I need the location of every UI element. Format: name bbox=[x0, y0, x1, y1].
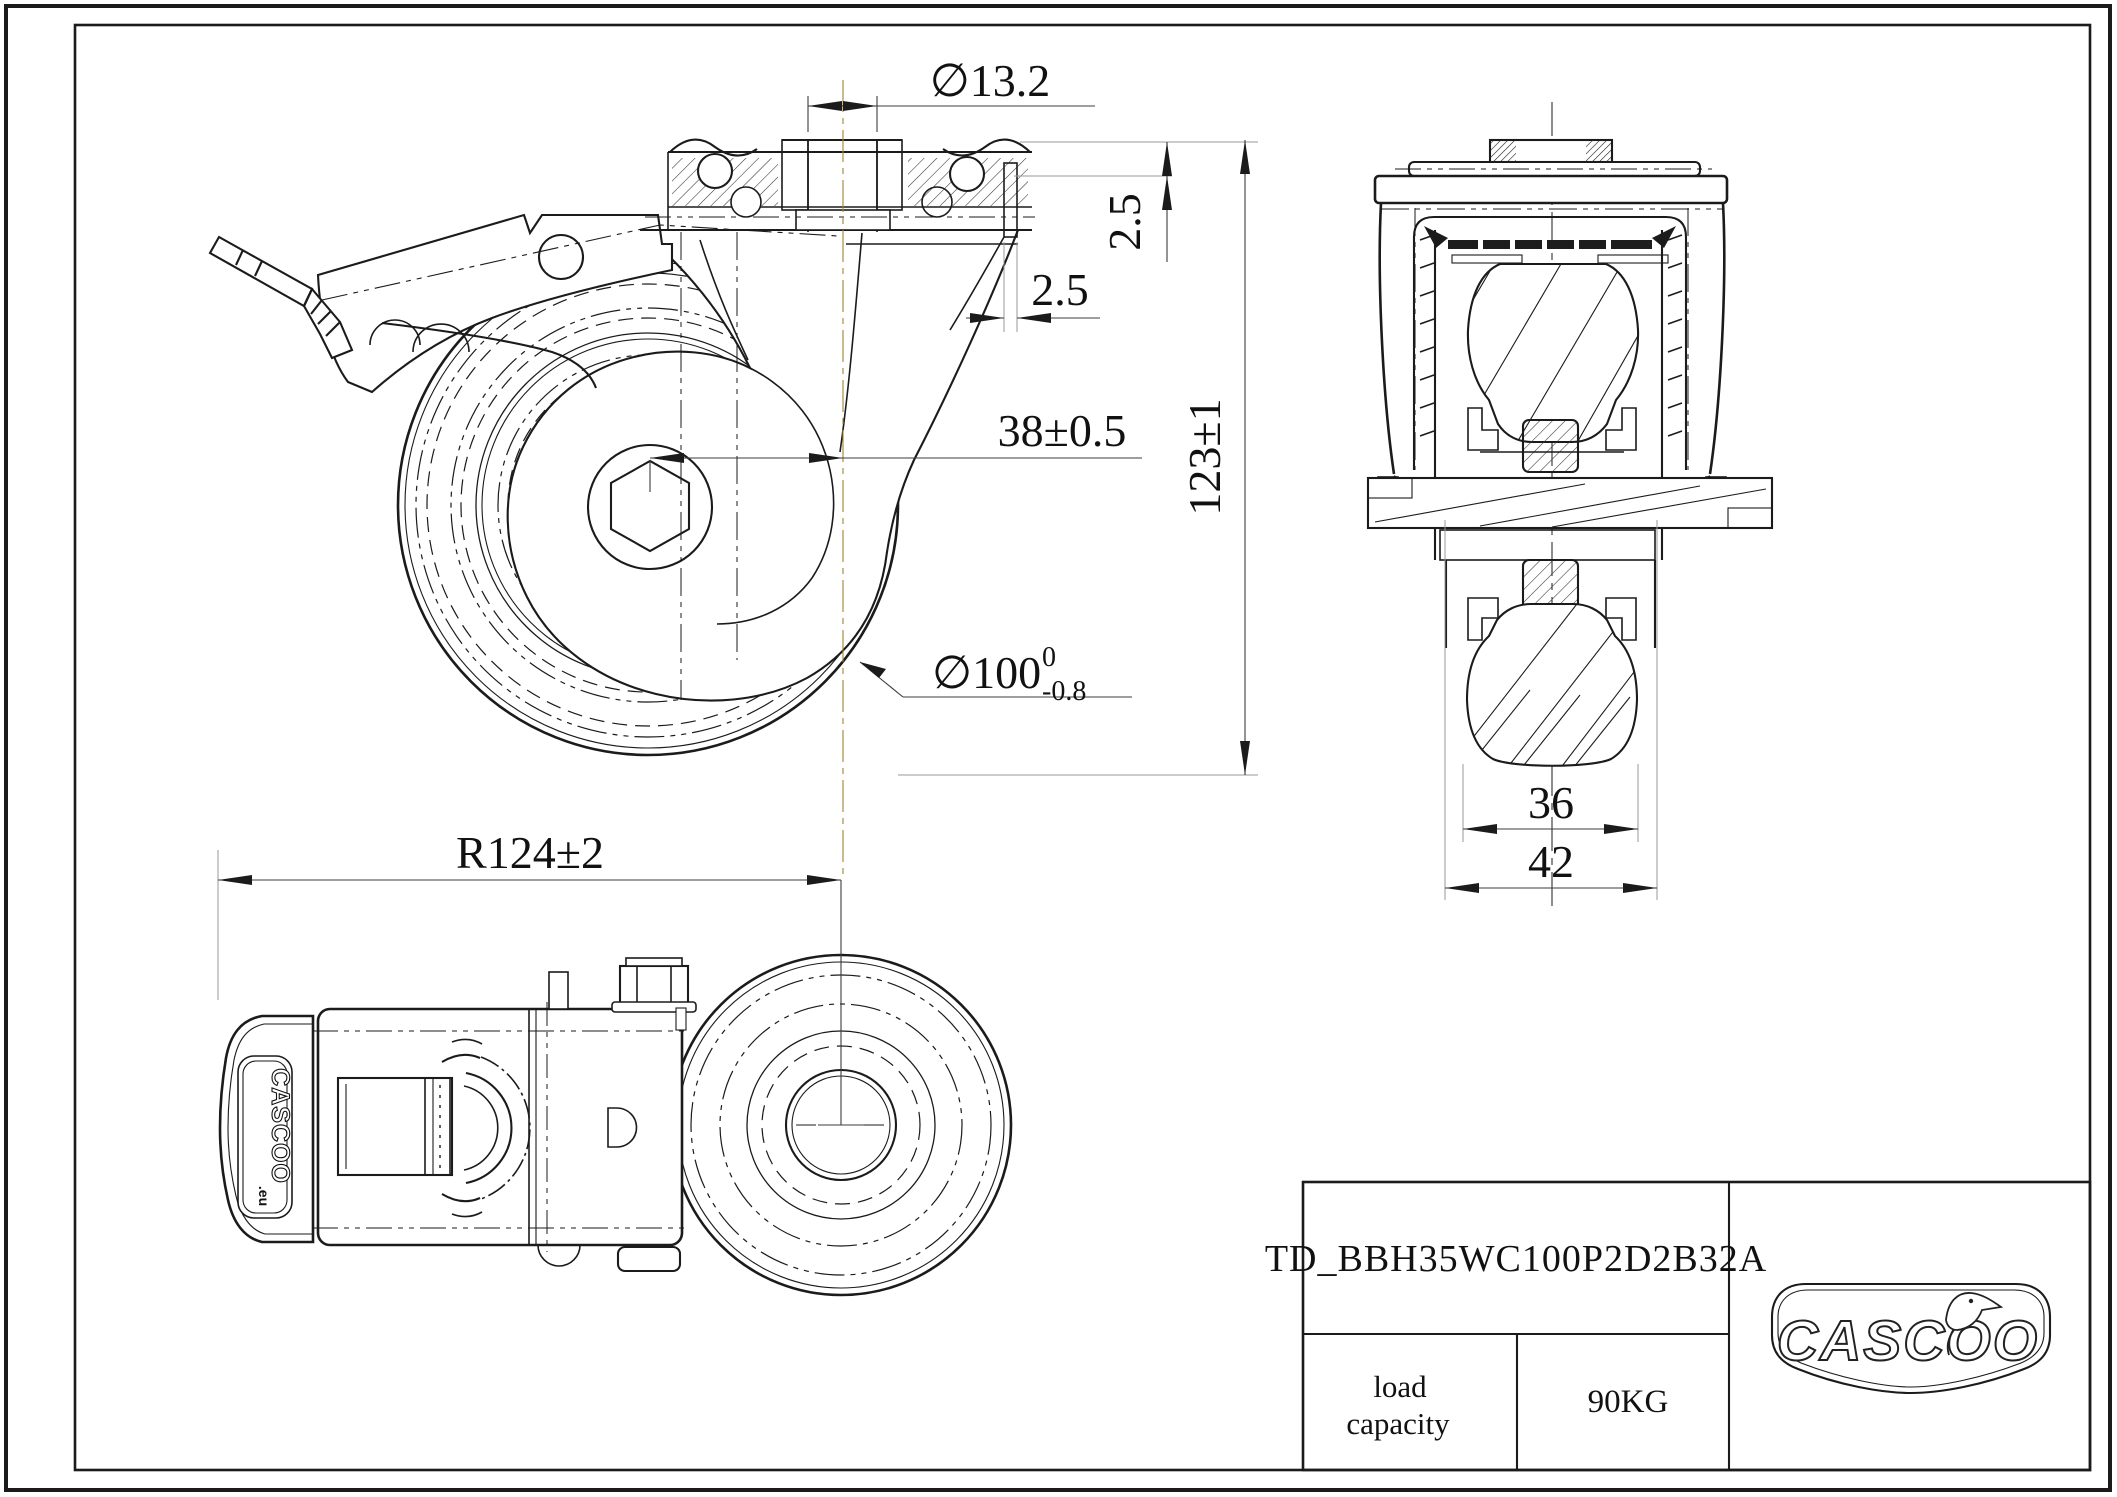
dim-plate-step: 2.5 bbox=[1014, 141, 1258, 262]
dim-label-fork-width: 42 bbox=[1528, 836, 1574, 887]
logo-text: CASCOO bbox=[1777, 1309, 2039, 1373]
tire-lower-section bbox=[1465, 602, 1639, 767]
eagle-icon bbox=[1945, 1292, 2004, 1356]
dim-fork-width: 42 bbox=[1444, 520, 1658, 900]
load-capacity-label-line2: capacity bbox=[1346, 1406, 1450, 1441]
front-view: 36 42 bbox=[1366, 102, 1774, 908]
sheet-border bbox=[4, 4, 2112, 1492]
inner-frame bbox=[73, 23, 2092, 1472]
brand-logo: CASCOO bbox=[1770, 1282, 2052, 1395]
dim-rim-lip: 2.5 bbox=[966, 242, 1100, 332]
swivel-plate-section bbox=[640, 138, 1035, 331]
dim-label-tread-width: 36 bbox=[1528, 777, 1574, 828]
pedal-logo-suffix: .eu bbox=[256, 1186, 272, 1206]
dim-label-wheel-dia-tol-lower: -0.8 bbox=[1042, 676, 1086, 707]
brake-arm bbox=[316, 213, 839, 394]
bearing-bands bbox=[1448, 240, 1669, 264]
dim-label-plate-step: 2.5 bbox=[1099, 193, 1150, 251]
dim-tread-width: 36 bbox=[1462, 764, 1639, 842]
hex-nut bbox=[609, 459, 691, 553]
pedal-logo-text: CASCOO bbox=[266, 1068, 294, 1184]
dim-label-wheel-dia: ∅100 bbox=[932, 647, 1041, 698]
brake-pedal-plan: CASCOO .eu bbox=[218, 1014, 315, 1244]
dim-label-bolt-hole: ∅13.2 bbox=[930, 55, 1051, 106]
arm-hole bbox=[537, 233, 585, 281]
fork-side bbox=[506, 228, 1020, 702]
dim-axle-offset: 38±0.5 bbox=[649, 405, 1142, 492]
dim-overall-height: 123±1 bbox=[898, 140, 1258, 776]
plan-view: CASCOO .eu R124±2 bbox=[217, 827, 1013, 1297]
side-view bbox=[208, 80, 1035, 876]
bracket-body bbox=[312, 957, 697, 1273]
load-capacity-label-line1: load bbox=[1373, 1369, 1427, 1404]
tire-upper-section bbox=[1466, 262, 1640, 444]
dim-label-wheel-dia-tol-upper: 0 bbox=[1042, 642, 1056, 673]
dim-label-axle-offset: 38±0.5 bbox=[998, 405, 1127, 456]
dim-label-rim-lip: 2.5 bbox=[1031, 264, 1089, 315]
dim-wheel-dia: ∅100 0 -0.8 bbox=[859, 642, 1132, 707]
dim-swivel-radius: R124±2 bbox=[217, 827, 864, 1126]
dim-bolt-hole: ∅13.2 bbox=[807, 55, 1095, 132]
title-block: TD_BBH35WC100P2D2B32A load capacity 90KG… bbox=[1265, 1180, 2092, 1472]
side-view-dimensions: ∅13.2 2.5 2.5 38±0.5 bbox=[649, 55, 1258, 776]
dim-label-swivel-radius: R124±2 bbox=[456, 827, 604, 878]
dim-label-overall-height: 123±1 bbox=[1179, 398, 1230, 515]
brake-lever bbox=[208, 235, 354, 360]
hub-upper bbox=[1467, 407, 1637, 474]
part-number: TD_BBH35WC100P2D2B32A bbox=[1265, 1238, 1767, 1280]
axle bbox=[1366, 476, 1774, 561]
load-capacity-value: 90KG bbox=[1588, 1384, 1669, 1420]
